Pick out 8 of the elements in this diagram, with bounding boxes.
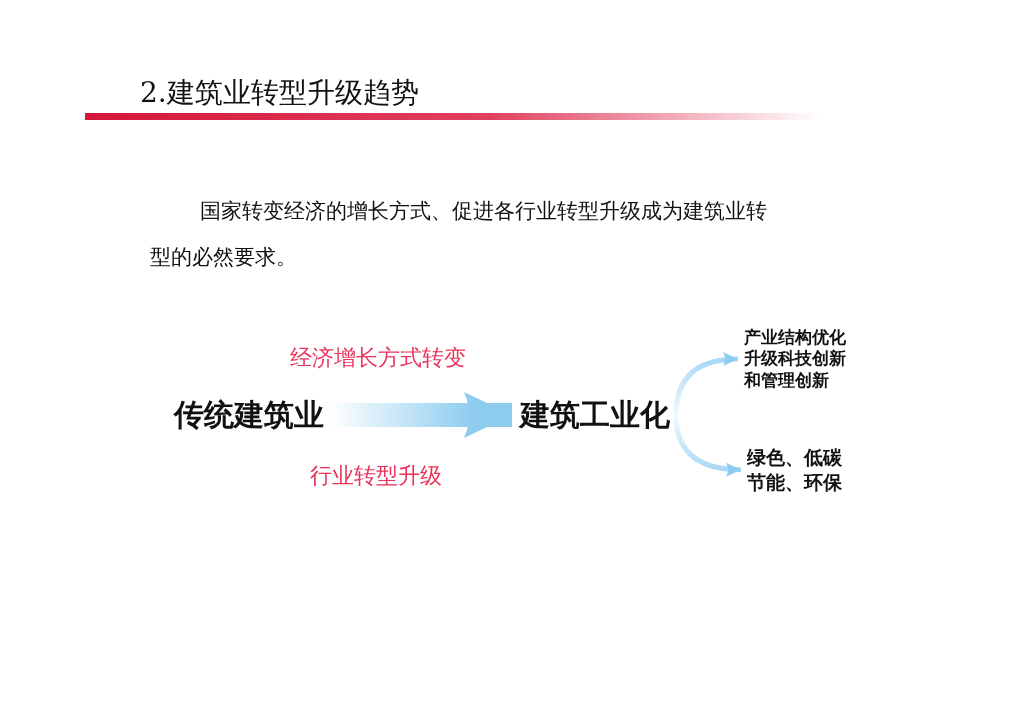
node-label: 产业结构优化升级科技创新和管理创新 — [744, 327, 847, 391]
slide-title: 2.建筑业转型升级趋势 — [140, 75, 419, 111]
node-label: 传统建筑业 — [174, 397, 325, 433]
arrow-annotation: 经济增长方式转变 — [290, 344, 466, 372]
body-paragraph: 国家转变经济的增长方式、促进各行业转型升级成为建筑业转型的必然要求。 — [150, 198, 768, 271]
node-label: 绿色、低碳节能、环保 — [747, 445, 843, 495]
arrow-annotation: 行业转型升级 — [310, 462, 442, 490]
node-label: 建筑工业化 — [520, 397, 671, 433]
